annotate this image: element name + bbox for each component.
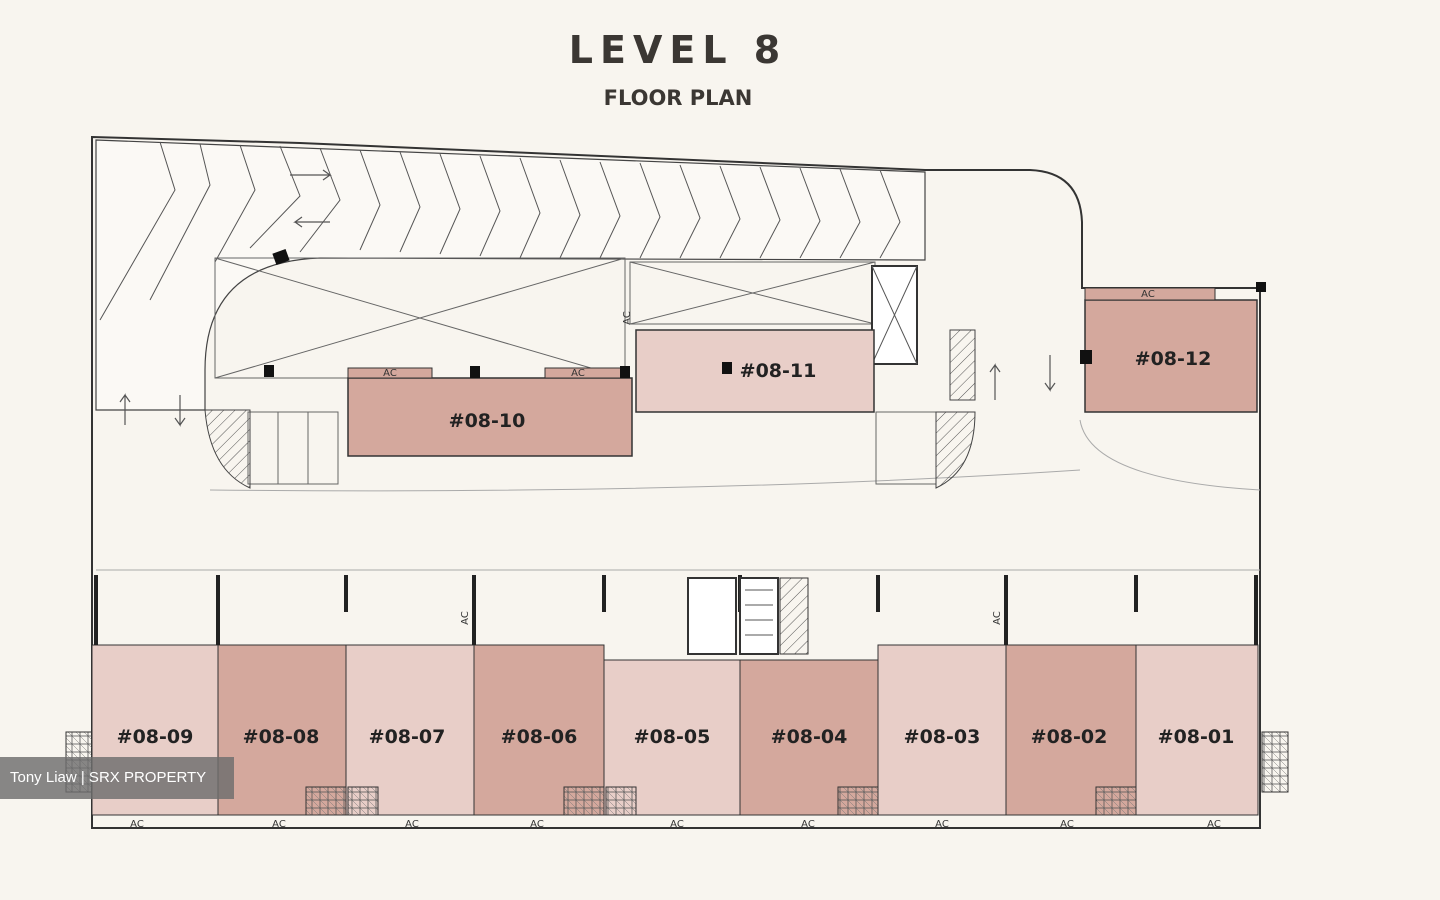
lower-unit-labels: #08-09 #08-08 #08-07 #08-06 #08-05 #08-0… — [117, 726, 1235, 748]
central-core — [687, 577, 809, 655]
unit-08-11[interactable]: #08-11 — [635, 329, 875, 413]
ac-label: AC — [1141, 289, 1155, 300]
unit-label: #08-01 — [1158, 726, 1235, 748]
ac-label: AC — [1207, 819, 1221, 830]
hatched-wall — [935, 411, 976, 489]
unit-label: #08-02 — [1031, 726, 1108, 748]
hatched-wall — [204, 409, 251, 489]
lower-units — [91, 644, 1259, 816]
structural-columns — [264, 248, 1266, 378]
unit-label: #08-07 — [369, 726, 446, 748]
ac-label: AC — [801, 819, 815, 830]
unit-08-10[interactable]: #08-10 — [347, 367, 633, 457]
unit-label: #08-11 — [740, 360, 817, 382]
ac-label: AC — [383, 368, 397, 379]
carpark-bays — [214, 257, 937, 485]
plan-subtitle: FLOOR PLAN — [603, 86, 753, 110]
unit-label: #08-04 — [771, 726, 848, 748]
driveway-marking — [96, 419, 1261, 571]
ac-label: AC — [460, 611, 471, 625]
unit-label: #08-03 — [904, 726, 981, 748]
lift-core — [871, 265, 918, 365]
corridor-partitions — [94, 575, 1258, 645]
ac-label: AC — [130, 819, 144, 830]
unit-label: #08-09 — [117, 726, 194, 748]
hatched-wall — [949, 329, 976, 401]
unit-08-12[interactable]: #08-12 — [1084, 287, 1258, 413]
unit-label: #08-05 — [634, 726, 711, 748]
ac-label: AC — [571, 368, 585, 379]
unit-08-03[interactable] — [877, 644, 1007, 816]
ac-label: AC — [1060, 819, 1074, 830]
ac-label: AC — [272, 819, 286, 830]
ac-label: AC — [935, 819, 949, 830]
unit-label: #08-08 — [243, 726, 320, 748]
ac-label: AC — [622, 311, 633, 325]
ac-labels: AC AC AC AC AC AC AC AC AC AC AC AC AC A… — [130, 289, 1221, 830]
ac-label: AC — [530, 819, 544, 830]
unit-08-01[interactable] — [1135, 644, 1259, 816]
unit-label: #08-06 — [501, 726, 578, 748]
unit-label: #08-10 — [449, 410, 526, 432]
ac-label: AC — [670, 819, 684, 830]
unit-label: #08-12 — [1135, 348, 1212, 370]
ramp-chevrons — [99, 141, 901, 321]
ac-label: AC — [405, 819, 419, 830]
ac-label: AC — [992, 611, 1003, 625]
traffic-arrows — [119, 169, 1056, 427]
watermark: Tony Liaw | SRX PROPERTY — [0, 757, 234, 799]
plan-title: LEVEL 8 — [568, 28, 788, 72]
